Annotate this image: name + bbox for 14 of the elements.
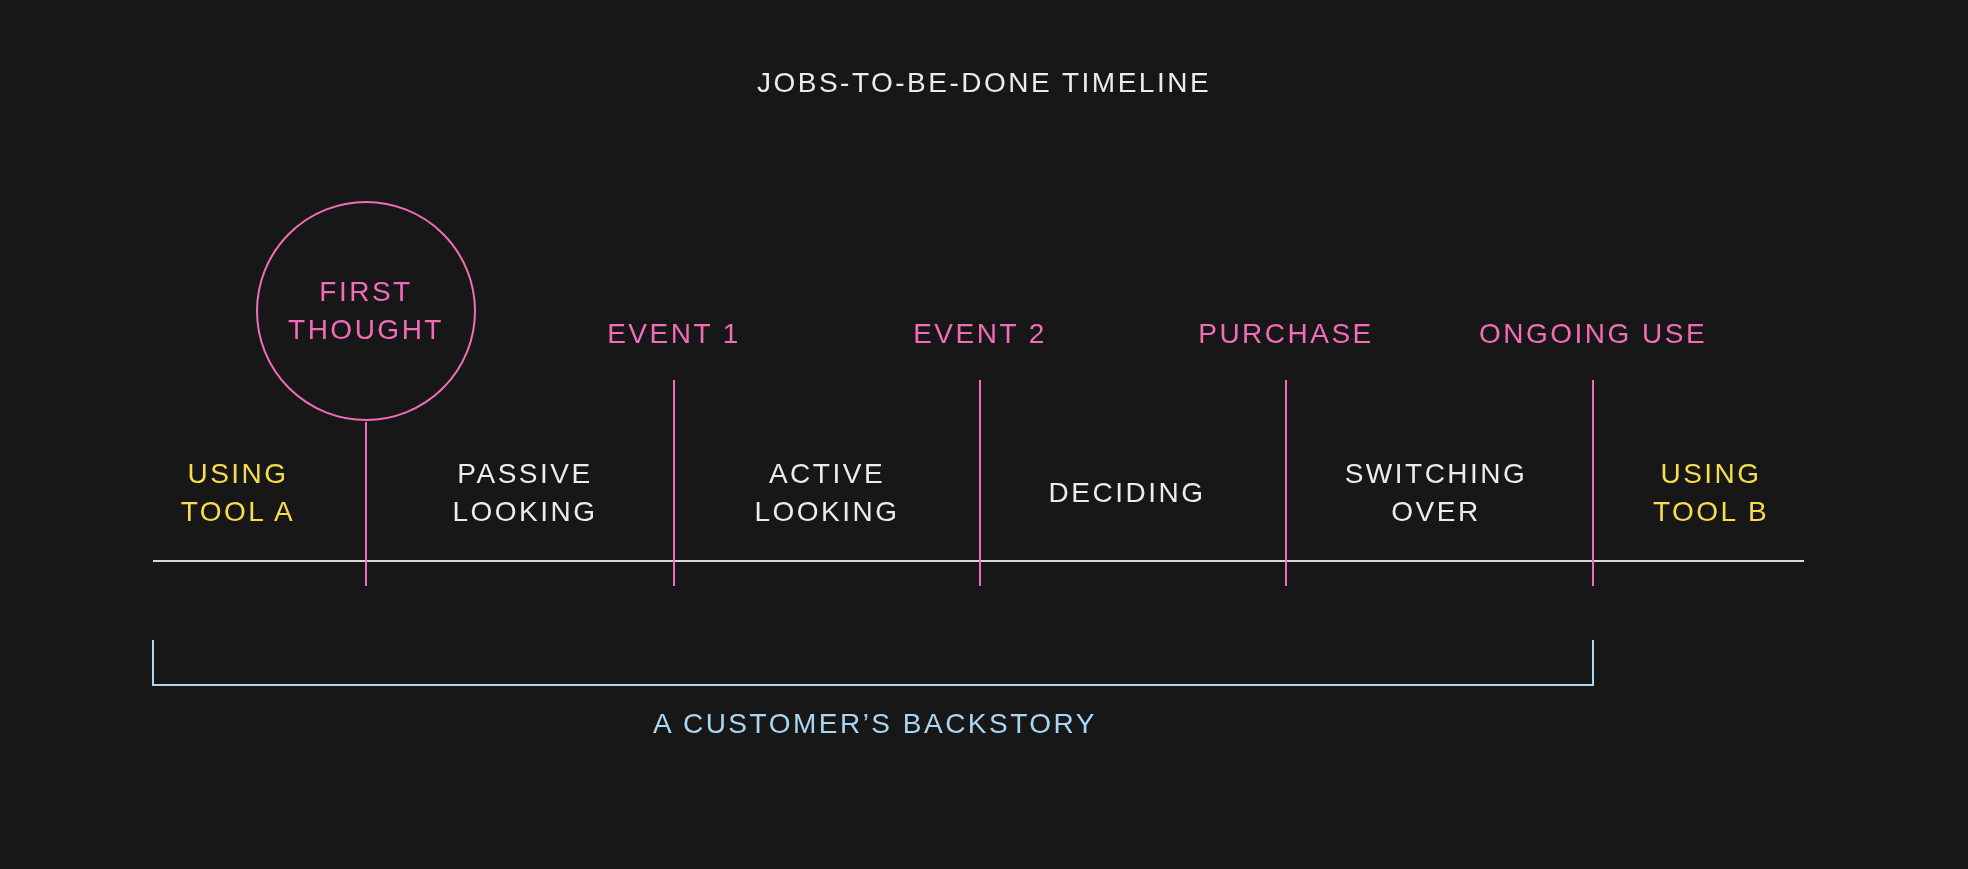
event-label: EVENT 2 — [913, 317, 1047, 352]
milestone-label: FIRST THOUGHT — [287, 275, 445, 347]
event-label: ONGOING USE — [1478, 317, 1708, 352]
phase-label: SWITCHING OVER — [1343, 457, 1529, 529]
event-label: PURCHASE — [1198, 317, 1374, 352]
phase-label: USING TOOL B — [1651, 457, 1771, 529]
phase-label: USING TOOL A — [179, 457, 297, 529]
milestone-circle — [256, 201, 476, 421]
phase-label: PASSIVE LOOKING — [451, 457, 599, 529]
diagram-title: JOBS-TO-BE-DONE TIMELINE — [756, 66, 1212, 101]
event-label: EVENT 1 — [607, 317, 741, 352]
phase-label: DECIDING — [1048, 476, 1206, 511]
bracket-label: A CUSTOMER’S BACKSTORY — [653, 707, 1097, 742]
phase-label: ACTIVE LOOKING — [753, 457, 901, 529]
